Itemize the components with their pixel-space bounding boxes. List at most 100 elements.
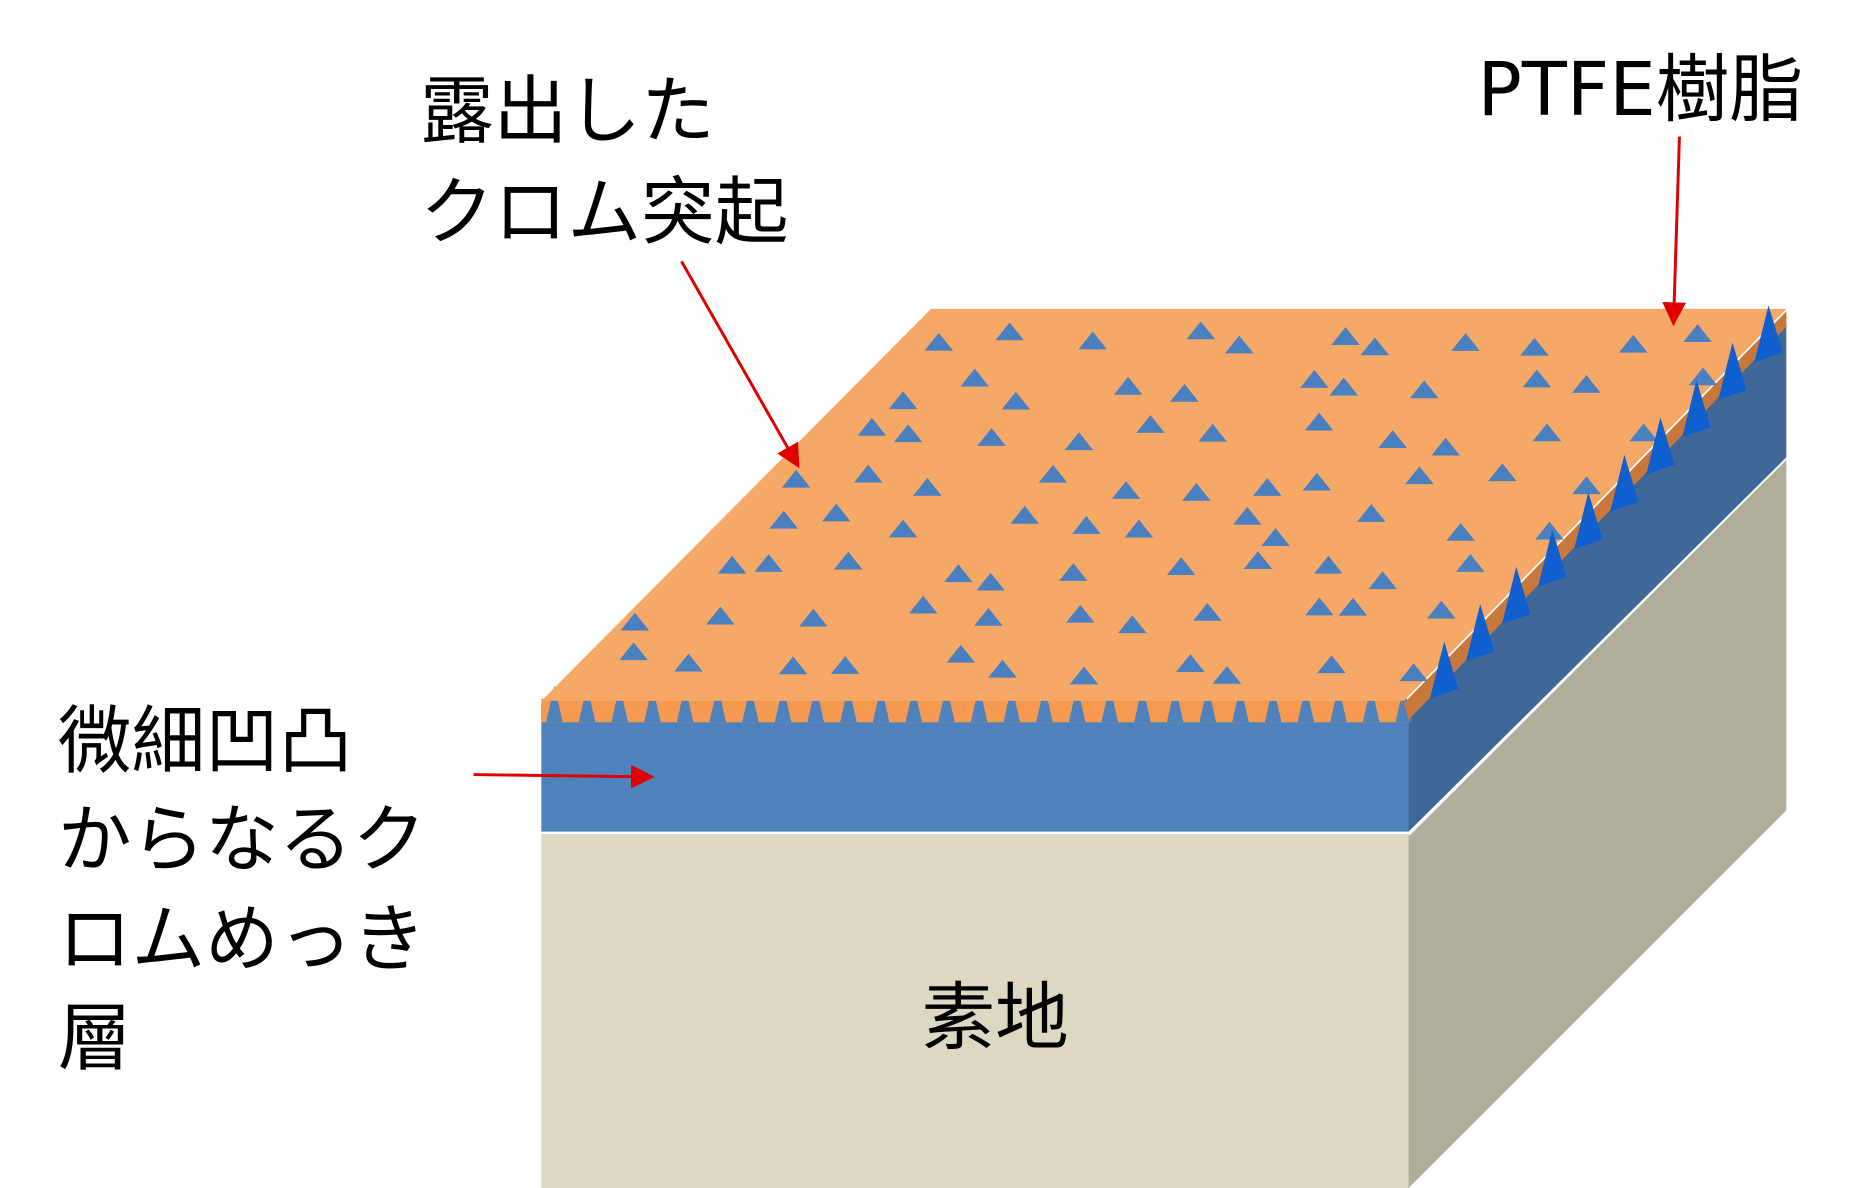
side-spike bbox=[1682, 380, 1711, 438]
chrome-cone bbox=[1300, 370, 1329, 388]
front-spike bbox=[676, 685, 694, 723]
chrome-cone bbox=[717, 555, 747, 574]
side-spike bbox=[1538, 529, 1567, 587]
chrome-cone bbox=[1618, 334, 1648, 353]
chrome-cone bbox=[1360, 337, 1390, 356]
chrome-cone bbox=[1572, 375, 1601, 393]
front-spike bbox=[970, 685, 988, 723]
substrate-front-face bbox=[541, 833, 1409, 1188]
chrome-cone bbox=[944, 564, 973, 583]
front-spike bbox=[1068, 685, 1086, 723]
chrome-cone bbox=[1378, 430, 1407, 448]
chrome-cone bbox=[830, 656, 860, 674]
chrome-cone bbox=[946, 644, 976, 663]
chrome-cone bbox=[974, 607, 1003, 626]
front-spike bbox=[1297, 685, 1315, 723]
side-spike bbox=[1646, 417, 1675, 475]
chrome-cone bbox=[1198, 423, 1227, 442]
front-spike bbox=[1101, 685, 1119, 723]
chrome-cone bbox=[1111, 481, 1141, 499]
chrome-cone bbox=[1212, 665, 1242, 684]
chrome-cone bbox=[1078, 331, 1108, 350]
chrome-cone bbox=[1193, 602, 1222, 621]
chrome-cone bbox=[888, 519, 918, 538]
chrome-cone bbox=[1166, 557, 1196, 575]
chrome-cone bbox=[1170, 383, 1199, 402]
front-spike bbox=[546, 685, 563, 723]
chrome-cone bbox=[1305, 597, 1334, 616]
label-chrome-layer-4: 層 bbox=[58, 996, 132, 1081]
side-spike bbox=[1429, 641, 1459, 699]
front-spike bbox=[1036, 685, 1053, 723]
front-spike bbox=[1199, 685, 1217, 723]
chrome-cone bbox=[1243, 551, 1273, 570]
chrome-cone bbox=[1338, 597, 1368, 616]
chrome-cone bbox=[781, 469, 811, 488]
chrome-cone bbox=[908, 595, 938, 614]
chrome-cone bbox=[1186, 321, 1216, 340]
chrome-cone bbox=[1629, 423, 1658, 442]
chrome-cone bbox=[1532, 423, 1562, 442]
label-chrome-layer-3: ロムめっき bbox=[58, 898, 426, 983]
front-spike bbox=[840, 685, 857, 723]
front-spike bbox=[938, 685, 955, 723]
chrome-cone bbox=[1072, 516, 1101, 534]
front-spike bbox=[644, 685, 661, 723]
arrow-exposed-chrome bbox=[680, 260, 800, 469]
chrome-cone bbox=[1456, 553, 1485, 572]
side-spike bbox=[1610, 454, 1639, 512]
substrate-side-face bbox=[1408, 457, 1787, 1188]
chrome-layer-front bbox=[541, 703, 1409, 832]
chrome-cone bbox=[1001, 391, 1031, 410]
chrome-cone bbox=[988, 659, 1017, 678]
label-substrate: 素地 bbox=[921, 976, 1068, 1061]
side-spike bbox=[1718, 342, 1747, 400]
side-spike bbox=[1465, 604, 1495, 662]
chrome-cone bbox=[1329, 377, 1359, 396]
chrome-cone bbox=[995, 322, 1024, 341]
chrome-cone bbox=[1488, 463, 1517, 482]
chrome-cone bbox=[1317, 655, 1346, 674]
side-spike bbox=[1754, 305, 1783, 363]
chrome-cone bbox=[769, 510, 798, 529]
chrome-cone bbox=[1176, 654, 1205, 673]
chrome-cone bbox=[1409, 380, 1439, 399]
chrome-cone bbox=[674, 653, 703, 672]
chrome-cone bbox=[1066, 604, 1095, 623]
chrome-cone bbox=[1224, 335, 1254, 354]
chrome-cone bbox=[1451, 333, 1480, 351]
chrome-cone bbox=[913, 477, 942, 496]
label-chrome-layer-2: からなるク bbox=[58, 798, 426, 883]
chrome-cone bbox=[1427, 600, 1456, 619]
side-spike bbox=[1574, 492, 1603, 550]
exposed-chrome-cones bbox=[619, 321, 1718, 685]
chrome-cone bbox=[620, 612, 650, 631]
chrome-cone bbox=[1118, 615, 1147, 634]
front-spike bbox=[611, 685, 629, 723]
label-ptfe: PTFE樹脂 bbox=[1477, 48, 1803, 133]
chrome-cone bbox=[1520, 337, 1549, 356]
chrome-cone bbox=[1136, 415, 1165, 433]
front-spike bbox=[1362, 685, 1380, 723]
side-spike bbox=[1502, 566, 1531, 624]
chrome-cone bbox=[1688, 367, 1718, 386]
chrome-cone bbox=[1233, 506, 1262, 525]
chrome-cone bbox=[1064, 432, 1094, 451]
chrome-cone bbox=[1010, 505, 1039, 524]
chrome-cone bbox=[778, 656, 808, 675]
chrome-cone bbox=[754, 554, 783, 572]
chrome-cone bbox=[1304, 412, 1334, 431]
label-exposed-chrome-2: クロム突起 bbox=[420, 171, 788, 256]
chrome-cone bbox=[1572, 476, 1601, 495]
front-spike bbox=[1330, 685, 1347, 723]
chrome-cone bbox=[1069, 666, 1099, 685]
arrow-ptfe bbox=[1662, 136, 1687, 327]
front-chrome-spikes bbox=[546, 685, 1413, 723]
front-spike bbox=[807, 685, 825, 723]
front-spike bbox=[1264, 685, 1282, 723]
chrome-cone bbox=[893, 424, 923, 443]
label-exposed-chrome-1: 露出した bbox=[420, 70, 715, 155]
chrome-cone bbox=[619, 642, 648, 661]
chrome-cone bbox=[1431, 437, 1460, 456]
